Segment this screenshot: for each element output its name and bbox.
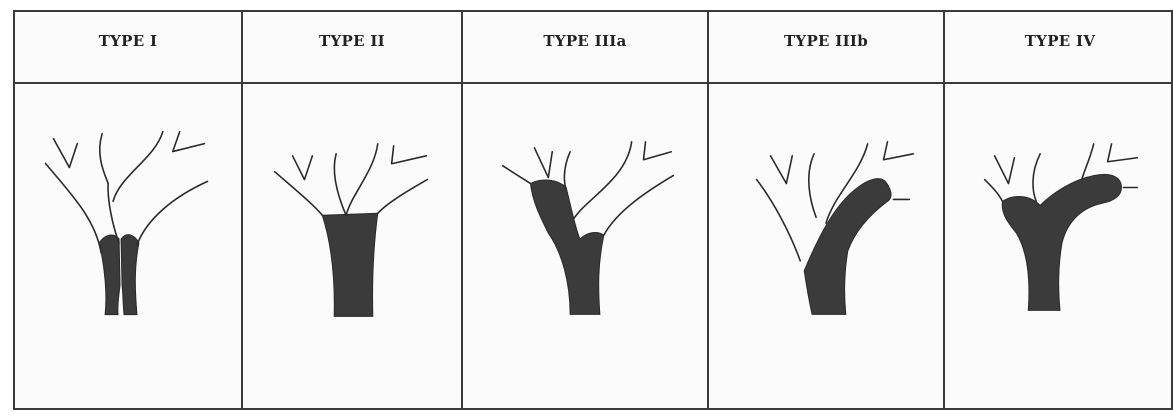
- illustration-type-3b: [709, 84, 943, 408]
- classification-table: TYPE I TYPE II: [13, 10, 1173, 410]
- duct-branch-right: [346, 144, 378, 215]
- duct-branch-mid: [100, 134, 108, 184]
- bile-duct-diagram-type-4: [945, 84, 1173, 408]
- lesion-right-half: [121, 235, 139, 315]
- lesion-confluence: [322, 213, 377, 316]
- column-header-label: TYPE I: [99, 32, 158, 50]
- illustration-type-2: [243, 84, 461, 408]
- illustration-type-4: [945, 84, 1173, 408]
- lesion-bilateral: [1002, 174, 1121, 310]
- duct-left-wall: [985, 180, 1003, 202]
- duct-branch-mid: [564, 152, 570, 190]
- column-type-3a: TYPE IIIa: [461, 12, 707, 408]
- duct-branch-right: [1082, 144, 1094, 180]
- column-type-3b: TYPE IIIb: [707, 12, 943, 408]
- column-type-2: TYPE II: [241, 12, 461, 408]
- duct-right-wall: [378, 180, 428, 214]
- column-header: TYPE IIIa: [463, 12, 707, 84]
- duct-left-wall: [46, 164, 102, 253]
- bile-duct-diagram-type-3a: [463, 84, 707, 408]
- duct-branch-mid: [809, 154, 816, 217]
- duct-branch-left: [995, 156, 1015, 184]
- bile-duct-diagram-type-1: [15, 84, 241, 408]
- illustration-type-1: [15, 84, 241, 408]
- duct-branch-far-right: [1108, 144, 1138, 162]
- duct-left-wall: [757, 180, 801, 261]
- column-type-4: TYPE IV: [943, 12, 1173, 408]
- column-header-label: TYPE IIIa: [543, 32, 626, 50]
- duct-branch-far-right: [173, 132, 205, 152]
- column-header-label: TYPE II: [319, 32, 385, 50]
- duct-branch-left: [770, 156, 792, 184]
- duct-branch-left: [53, 139, 77, 168]
- bile-duct-diagram-type-2: [243, 84, 461, 408]
- column-header-label: TYPE IV: [1025, 32, 1096, 50]
- duct-left-wall: [275, 172, 323, 216]
- column-header-label: TYPE IIIb: [784, 32, 868, 50]
- duct-branch-mid: [1033, 154, 1040, 202]
- column-type-1: TYPE I: [15, 12, 241, 408]
- duct-right-wall: [604, 176, 673, 236]
- duct-branch-far-right: [884, 142, 914, 160]
- duct-branch-far-right: [392, 146, 427, 164]
- duct-branch-left: [534, 148, 552, 178]
- duct-branch-right: [113, 132, 163, 202]
- bile-duct-diagram-type-3b: [709, 84, 943, 408]
- lesion-left-extension: [804, 179, 891, 315]
- duct-left-wall: [503, 166, 531, 184]
- lesion-right-extension: [530, 180, 603, 314]
- duct-branch-left: [293, 156, 313, 180]
- illustration-type-3a: [463, 84, 707, 408]
- lesion-left-half: [99, 235, 120, 315]
- duct-branch-mid: [334, 154, 346, 215]
- column-header: TYPE IIIb: [709, 12, 943, 84]
- column-header: TYPE I: [15, 12, 241, 84]
- column-header: TYPE II: [243, 12, 461, 84]
- duct-branch-right: [574, 142, 632, 218]
- duct-branch-far-right: [644, 142, 672, 160]
- duct-right-wall: [137, 181, 208, 245]
- column-header: TYPE IV: [945, 12, 1173, 84]
